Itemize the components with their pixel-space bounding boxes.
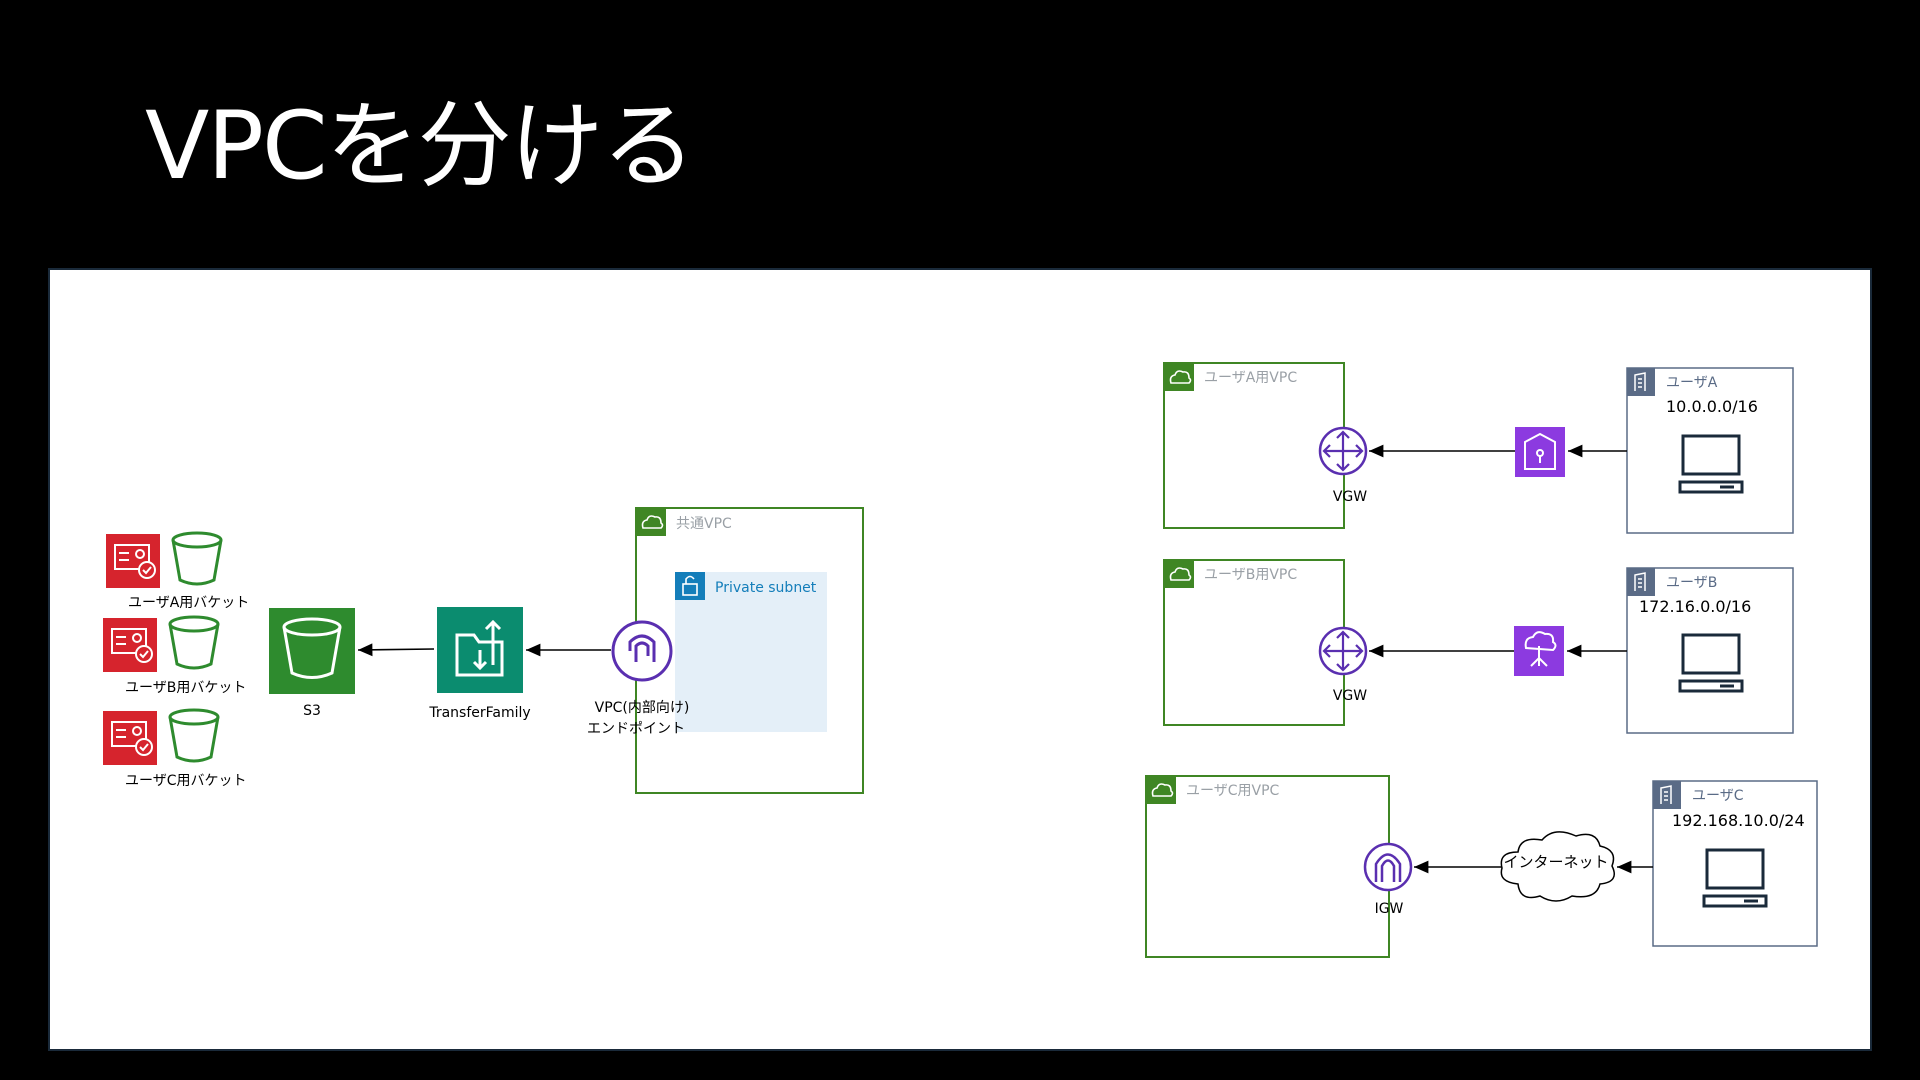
user-name: ユーザC (1692, 788, 1744, 804)
client-computer-icon (1702, 848, 1768, 908)
transfer-family-service: TransferFamily (428, 607, 531, 721)
vpn-gateway-a (1515, 427, 1565, 477)
building-icon (1653, 781, 1681, 809)
s3-icon (269, 608, 355, 694)
vpc-label: ユーザB用VPC (1204, 567, 1297, 583)
endpoint-label-line2: エンドポイント (587, 721, 685, 737)
user-name: ユーザB (1666, 575, 1717, 591)
user-a-vpc: ユーザA用VPC VGW (1163, 362, 1368, 529)
arrow-transfer-to-s3 (357, 643, 435, 657)
internet-cloud-icon (1500, 831, 1615, 902)
vpc-endpoint-icon (611, 620, 673, 682)
internet-gateway-icon (1363, 842, 1413, 892)
iam-identity-icon (103, 618, 157, 672)
s3-label: S3 (303, 703, 321, 719)
bucket-group-b: ユーザB用バケット (103, 615, 246, 696)
building-icon (1627, 368, 1655, 396)
bucket-label: ユーザC用バケット (125, 773, 247, 789)
client-computer-icon (1678, 434, 1744, 494)
bucket-icon (168, 708, 220, 763)
direct-connect-b (1514, 626, 1564, 676)
iam-identity-icon (103, 711, 157, 765)
building-icon (1627, 568, 1655, 596)
bucket-group-a: ユーザA用バケット (106, 531, 249, 611)
vpc-label: ユーザA用VPC (1204, 370, 1297, 386)
bucket-group-c: ユーザC用バケット (103, 708, 247, 789)
private-subnet-label: Private subnet (715, 580, 817, 596)
gateway-label: VGW (1333, 688, 1367, 704)
client-computer-icon (1678, 633, 1744, 693)
gateway-label: VGW (1333, 489, 1367, 505)
router-icon (1318, 426, 1368, 476)
user-c-vpc: ユーザC用VPC IGW (1145, 775, 1413, 958)
iam-identity-icon (106, 534, 160, 588)
transfer-family-label: TransferFamily (428, 705, 530, 721)
user-cidr: 192.168.10.0/24 (1672, 811, 1805, 830)
user-cidr: 10.0.0.0/16 (1666, 397, 1758, 416)
gateway-label: IGW (1375, 901, 1404, 917)
diagram-canvas: ユーザA用バケット ユーザB用バケット (48, 268, 1872, 1051)
internet-label: インターネット (1503, 853, 1608, 871)
vpc-label: ユーザC用VPC (1186, 783, 1280, 799)
user-cidr: 172.16.0.0/16 (1639, 597, 1751, 616)
endpoint-label-line1: VPC(内部向け) (595, 700, 690, 716)
s3-service: S3 (269, 608, 355, 719)
slide-title: VPCを分ける (145, 92, 696, 201)
shared-vpc-group: 共通VPC Private subnet (635, 507, 864, 794)
shared-vpc-label: 共通VPC (676, 516, 732, 532)
bucket-label: ユーザA用バケット (128, 595, 249, 611)
user-b-site: ユーザB 172.16.0.0/16 (1626, 567, 1794, 734)
vpc-endpoint: VPC(内部向け) エンドポイント (587, 620, 690, 737)
user-b-vpc: ユーザB用VPC VGW (1163, 559, 1368, 726)
user-a-site: ユーザA 10.0.0.0/16 (1626, 367, 1794, 534)
router-icon (1318, 626, 1368, 676)
user-name: ユーザA (1666, 375, 1718, 391)
bucket-icon (171, 531, 223, 586)
bucket-icon (168, 615, 220, 670)
internet-cloud: インターネット (1500, 831, 1615, 902)
bucket-label: ユーザB用バケット (125, 680, 246, 696)
user-c-site: ユーザC 192.168.10.0/24 (1652, 780, 1818, 947)
